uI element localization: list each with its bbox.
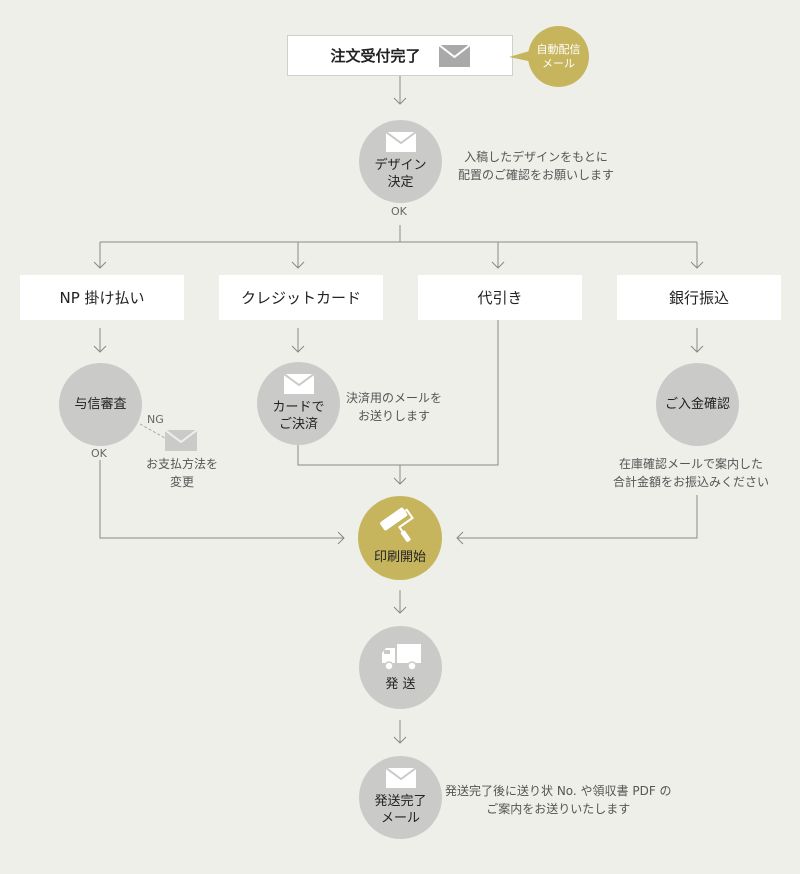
- mail-icon: [385, 132, 416, 152]
- ship-mail-note: 発送完了後に送り状 No. や領収書 PDF の ご案内をお送りいたします: [445, 782, 672, 818]
- ng-note-line2: 変更: [170, 475, 195, 489]
- payment-card-box: クレジットカード: [219, 275, 383, 320]
- mail-icon: [438, 44, 470, 67]
- design-note-line1: 入稿したデザインをもとに: [464, 150, 608, 164]
- ng-note-line1: お支払方法を: [146, 457, 219, 471]
- design-ok-label: OK: [391, 205, 407, 218]
- shipping-label: 発 送: [385, 677, 416, 692]
- card-payment-node: カードで ご決済: [257, 362, 340, 445]
- card-payment-line1: カードで: [272, 400, 325, 415]
- card-payment-line2: ご決済: [278, 417, 318, 432]
- payment-cod-box: 代引き: [418, 275, 582, 320]
- mail-icon: [283, 374, 314, 394]
- credit-check-label: 与信審査: [74, 397, 127, 412]
- order-received-label: 注文受付完了: [330, 47, 421, 65]
- order-received-box: 注文受付完了: [287, 35, 513, 76]
- auto-mail-line2: メール: [542, 56, 575, 70]
- ship-mail-line1: 発送完了: [374, 794, 427, 809]
- payment-cod-label: 代引き: [477, 289, 523, 307]
- bank-confirm-note-line2: 合計金額をお振込みください: [613, 475, 770, 489]
- credit-ng-label: NG: [147, 413, 164, 426]
- payment-bank-label: 銀行振込: [668, 289, 729, 307]
- auto-mail-pointer: [509, 50, 533, 62]
- print-start-label: 印刷開始: [373, 550, 426, 565]
- payment-np-label: NP 掛け払い: [59, 289, 145, 307]
- credit-check-node: 与信審査: [59, 363, 142, 446]
- payment-card-label: クレジットカード: [240, 289, 361, 307]
- ship-mail-note-line2: ご案内をお送りいたします: [486, 802, 631, 816]
- truck-icon: [381, 644, 421, 671]
- card-payment-note: 決済用のメールを お送りします: [346, 389, 442, 425]
- ship-mail-note-line1: 発送完了後に送り状 No. や領収書 PDF の: [445, 784, 672, 798]
- design-decision-line2: 決定: [387, 175, 414, 190]
- bank-confirm-note-line1: 在庫確認メールで案内した: [619, 457, 764, 471]
- mail-icon: [385, 768, 416, 788]
- payment-bank-box: 銀行振込: [617, 275, 781, 320]
- ship-mail-line2: メール: [380, 811, 420, 826]
- design-decision-line1: デザイン: [374, 158, 427, 173]
- print-start-node: 印刷開始: [358, 496, 442, 580]
- card-payment-note-line2: お送りします: [358, 409, 431, 423]
- bank-confirm-note: 在庫確認メールで案内した 合計金額をお振込みください: [613, 455, 769, 491]
- shipping-node: 発 送: [359, 626, 442, 709]
- ship-mail-node: 発送完了 メール: [359, 756, 442, 839]
- bank-confirm-node: ご入金確認: [656, 363, 739, 446]
- paint-roller-icon: [380, 507, 414, 542]
- design-decision-node: デザイン 決定: [359, 120, 442, 203]
- payment-np-box: NP 掛け払い: [20, 275, 184, 320]
- auto-mail-badge: 自動配信 メール: [528, 26, 589, 87]
- credit-ok-label: OK: [91, 447, 107, 460]
- card-payment-note-line1: 決済用のメールを: [346, 391, 443, 405]
- design-note-line2: 配置のご確認をお願いします: [458, 168, 615, 182]
- auto-mail-line1: 自動配信: [536, 42, 581, 56]
- bank-confirm-label: ご入金確認: [664, 397, 730, 412]
- ng-note: お支払方法を 変更: [146, 455, 218, 491]
- design-note: 入稿したデザインをもとに 配置のご確認をお願いします: [458, 148, 614, 184]
- mail-icon: [165, 430, 197, 451]
